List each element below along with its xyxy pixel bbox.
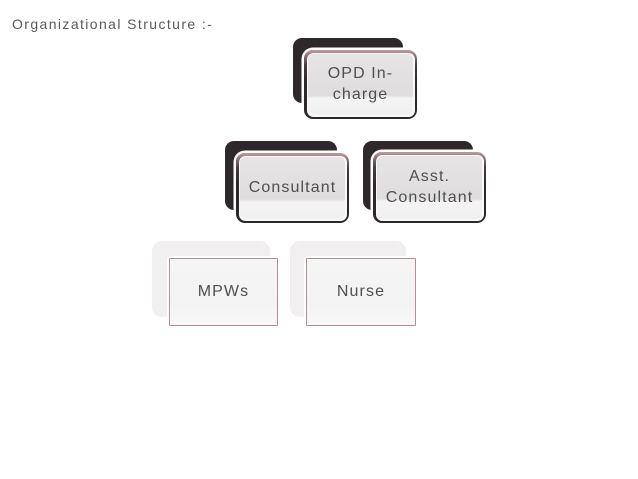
org-node-consultant: Consultant (225, 141, 350, 224)
page-title: Organizational Structure :- (12, 16, 214, 32)
node-label: MPWs (197, 282, 250, 300)
node-label: Consultant (248, 178, 337, 196)
node-label: Asst. Consultant (385, 167, 474, 206)
org-node-asst-consultant: Asst. Consultant (363, 141, 487, 224)
org-node-opd-in-charge: OPD In- charge (293, 38, 417, 120)
org-node-nurse: Nurse (290, 241, 417, 327)
node-card: MPWs (169, 258, 278, 326)
node-card: Asst. Consultant (373, 152, 486, 223)
node-card: Nurse (306, 258, 416, 326)
node-card: Consultant (236, 153, 349, 223)
node-label: Nurse (336, 282, 386, 300)
node-card: OPD In- charge (304, 50, 417, 119)
node-label: OPD In- charge (327, 64, 394, 103)
org-node-mpws: MPWs (152, 241, 279, 327)
